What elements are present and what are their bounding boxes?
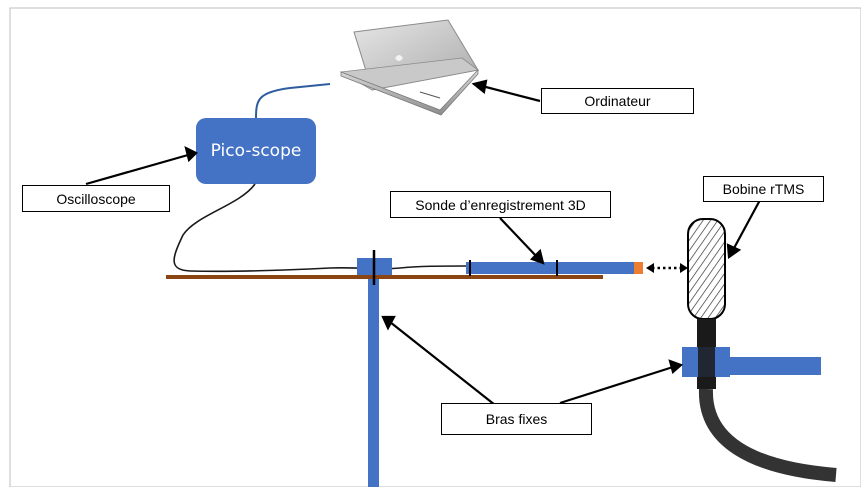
pico-scope-label: Pico-scope bbox=[210, 141, 302, 161]
probe-cable bbox=[173, 183, 467, 273]
frame-border bbox=[9, 7, 861, 487]
recording-probe bbox=[466, 262, 634, 274]
arrow-bobine-head bbox=[726, 243, 742, 259]
label-bobine: Bobine rTMS bbox=[703, 176, 824, 202]
vertical-fixed-arm bbox=[368, 279, 379, 487]
wooden-bar bbox=[166, 275, 603, 279]
coil-cable bbox=[698, 388, 837, 482]
coil-stem-front bbox=[698, 347, 715, 377]
label-ordinateur: Ordinateur bbox=[541, 88, 694, 114]
laptop-icon bbox=[339, 19, 479, 116]
arrow-ordinateur-head bbox=[471, 79, 488, 95]
arrow-oscilloscope-head bbox=[184, 145, 198, 163]
arrow-bras-left-head bbox=[381, 315, 396, 331]
laptop-cable bbox=[255, 83, 331, 119]
arrow-bobine bbox=[732, 199, 761, 251]
horizontal-fixed-arm bbox=[726, 357, 821, 375]
rtms-coil bbox=[687, 218, 726, 320]
label-bras-fixes: Bras fixes bbox=[441, 403, 592, 435]
arrow-sonde-head bbox=[530, 248, 545, 265]
arrow-ordinateur bbox=[481, 84, 541, 103]
arrow-bras-right bbox=[559, 365, 674, 405]
arrow-bras-left bbox=[389, 321, 496, 406]
label-oscilloscope: Oscilloscope bbox=[22, 185, 170, 212]
probe-tip bbox=[634, 262, 643, 274]
arrow-oscilloscope bbox=[85, 153, 189, 186]
distance-double-arrow bbox=[646, 263, 688, 273]
pico-scope-box bbox=[196, 118, 316, 184]
label-sonde: Sonde d’enregistrement 3D bbox=[390, 191, 611, 218]
callout-arrows bbox=[85, 79, 761, 406]
arrow-sonde bbox=[499, 217, 539, 259]
arrow-bras-right-head bbox=[668, 359, 684, 374]
